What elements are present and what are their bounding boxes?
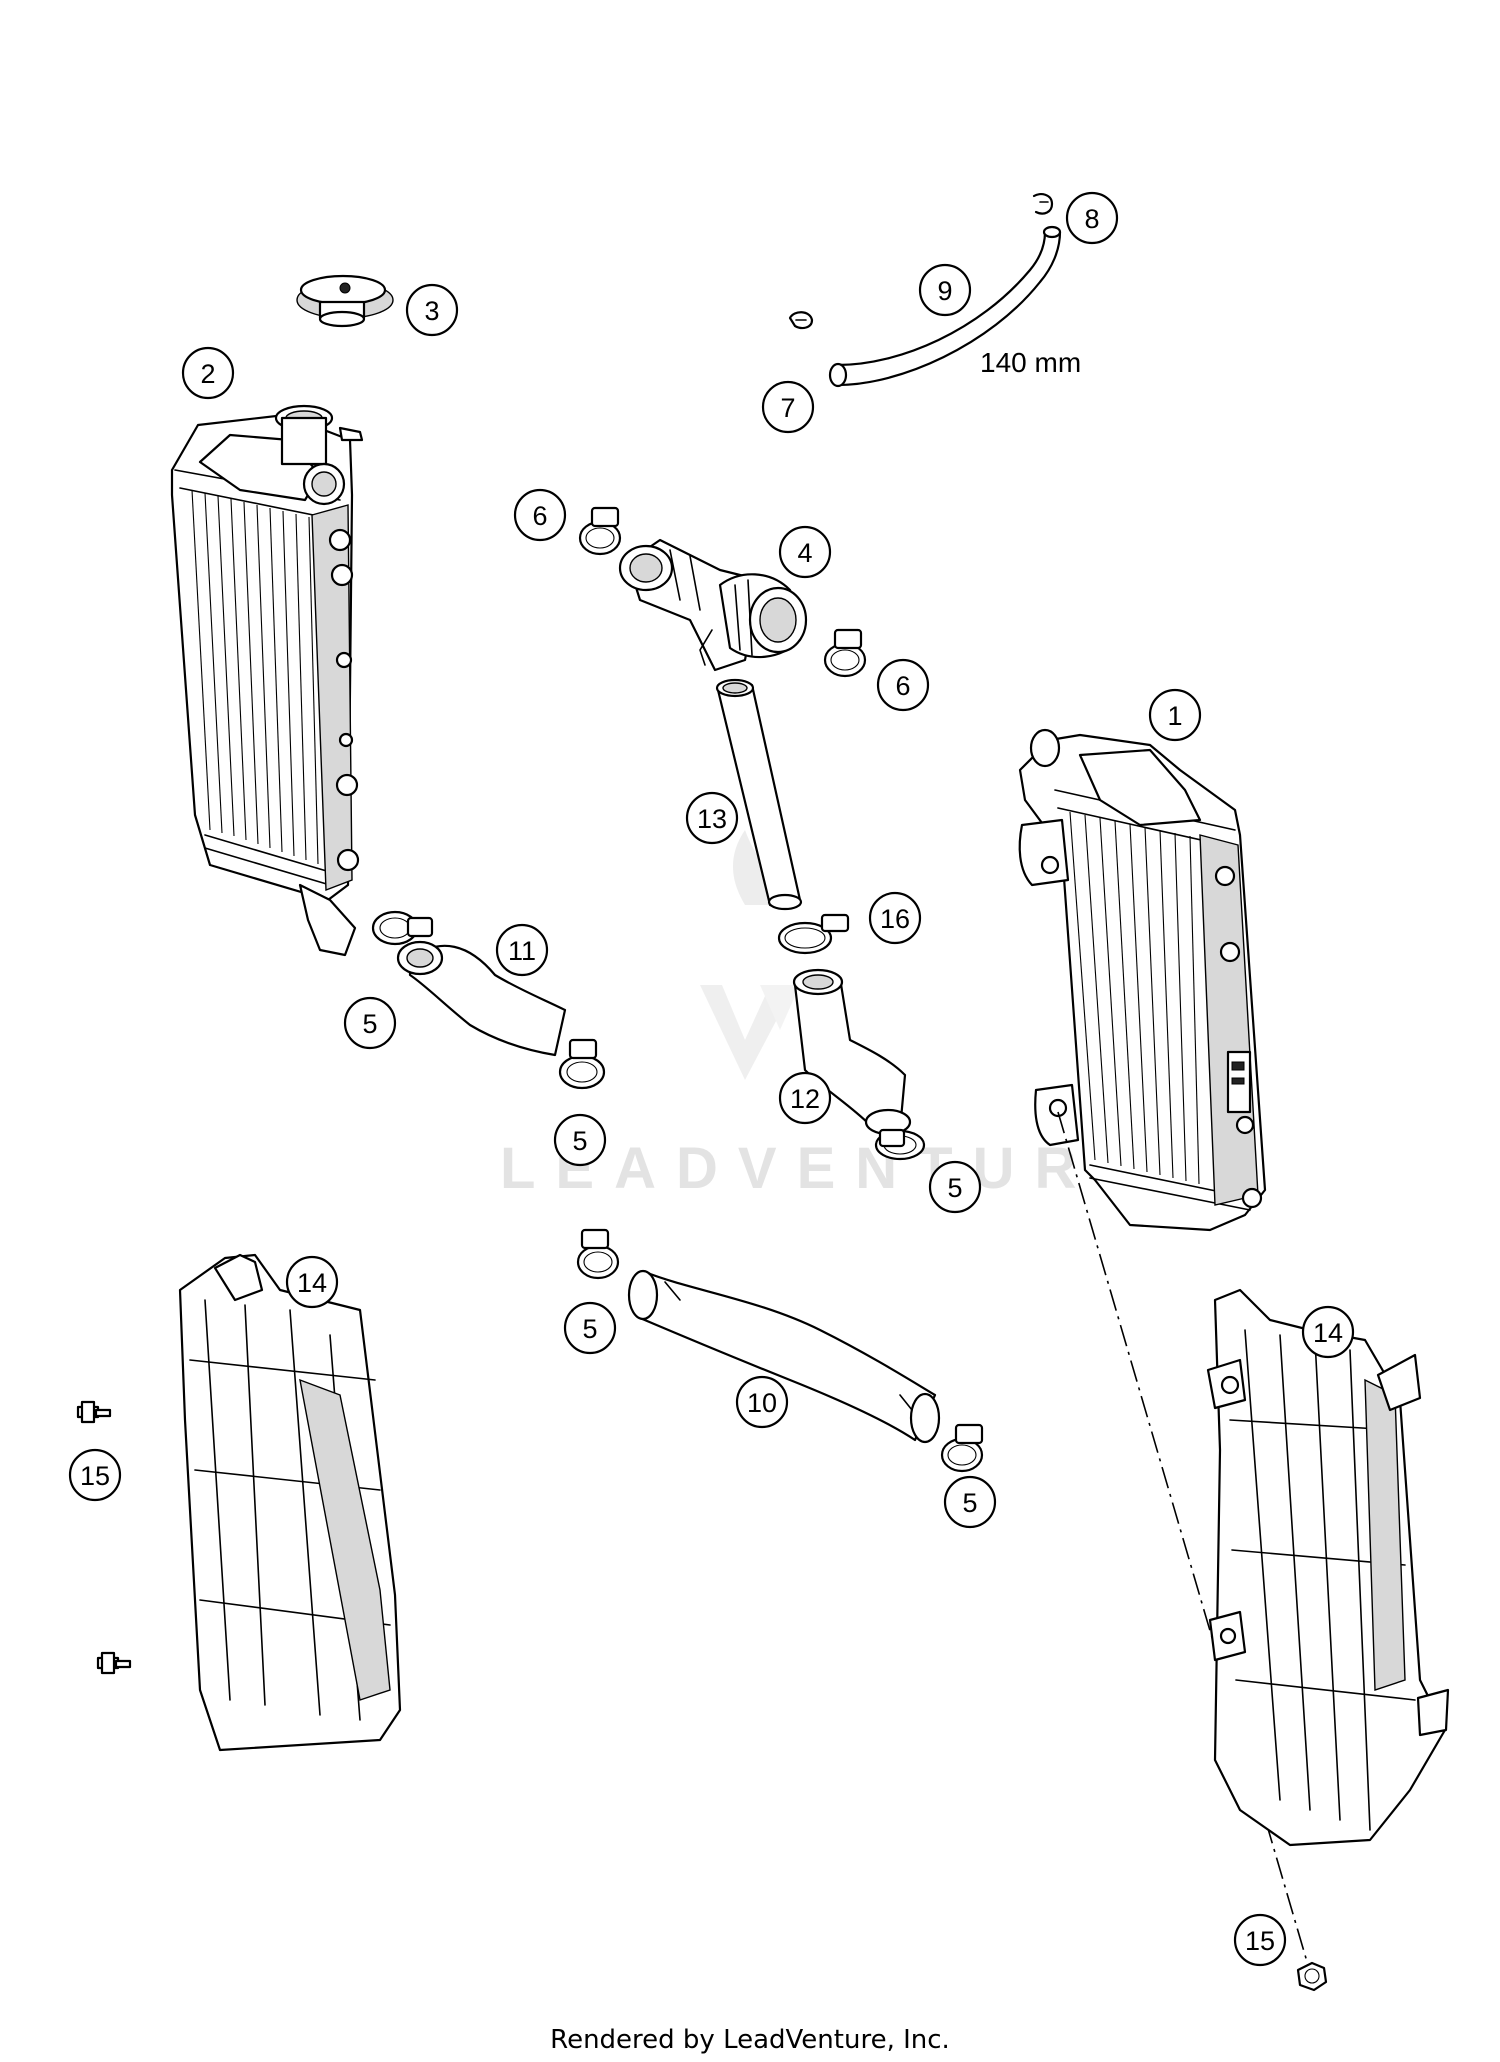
right-radiator-guard — [1206, 1288, 1450, 1847]
curved-hose-11 — [396, 940, 567, 1057]
hose-length-label: 140 mm — [980, 347, 1081, 378]
callout-4: 4 — [778, 525, 832, 579]
svg-text:12: 12 — [790, 1084, 820, 1114]
left-radiator — [170, 404, 364, 957]
hose-clamp-16 — [777, 913, 850, 955]
callout-14-left: 14 — [285, 1255, 339, 1309]
straight-hose — [715, 678, 803, 911]
svg-text:7: 7 — [780, 393, 795, 423]
callout-14-right: 14 — [1301, 1305, 1355, 1359]
svg-text:2: 2 — [200, 359, 215, 389]
svg-text:9: 9 — [937, 276, 952, 306]
left-radiator-fins — [191, 489, 319, 865]
hose-clamp-5-d — [576, 1228, 620, 1280]
callout-6-a: 6 — [513, 488, 567, 542]
long-hose-10 — [627, 1269, 941, 1444]
callout-5-c: 5 — [928, 1160, 982, 1214]
svg-text:14: 14 — [1313, 1318, 1343, 1348]
svg-text:10: 10 — [747, 1388, 777, 1418]
callout-9: 9 — [918, 263, 972, 317]
svg-text:4: 4 — [797, 538, 812, 568]
callout-11: 11 — [495, 923, 549, 977]
callout-8: 8 — [1065, 191, 1119, 245]
svg-text:3: 3 — [424, 296, 439, 326]
svg-text:1: 1 — [1167, 701, 1182, 731]
svg-text:16: 16 — [880, 904, 910, 934]
hose-clamp-5-e — [940, 1423, 984, 1473]
right-radiator — [1018, 728, 1267, 1232]
callout-3: 3 — [405, 283, 459, 337]
svg-text:11: 11 — [508, 936, 536, 966]
svg-text:15: 15 — [80, 1461, 110, 1491]
svg-text:5: 5 — [572, 1126, 587, 1156]
callout-10: 10 — [735, 1375, 789, 1429]
callout-2: 2 — [181, 346, 235, 400]
bolt-15-lower-left — [96, 1651, 132, 1675]
right-radiator-fins — [1069, 811, 1200, 1185]
small-hose-assembly — [788, 193, 1062, 388]
bolt-15-right — [1296, 1961, 1328, 1992]
hose-clamp-6-right — [823, 628, 867, 678]
callout-6-b: 6 — [876, 658, 930, 712]
thermostat-fitting — [618, 538, 808, 672]
hose-clamp-5-c — [874, 1128, 926, 1161]
hose-clamp-6-top — [578, 506, 622, 556]
callouts: 1 2 3 4 5 5 5 5 — [68, 191, 1355, 1967]
callout-1: 1 — [1148, 688, 1202, 742]
watermark: LEADVENTURE — [500, 825, 1155, 1201]
callout-5-e: 5 — [943, 1475, 997, 1529]
svg-text:13: 13 — [697, 804, 727, 834]
left-radiator-guard — [178, 1253, 402, 1752]
callout-15-right: 15 — [1233, 1913, 1287, 1967]
svg-text:5: 5 — [947, 1173, 962, 1203]
svg-text:14: 14 — [297, 1268, 327, 1298]
callout-13: 13 — [685, 791, 739, 845]
callout-5-b: 5 — [553, 1113, 607, 1167]
radiator-cap — [296, 274, 394, 328]
callout-7: 7 — [761, 380, 815, 434]
callout-16: 16 — [868, 891, 922, 945]
svg-text:5: 5 — [362, 1009, 377, 1039]
hose-clamp-5-a — [371, 910, 434, 946]
elbow-hose — [792, 968, 912, 1136]
svg-text:15: 15 — [1245, 1926, 1275, 1956]
svg-text:5: 5 — [962, 1488, 977, 1518]
callout-15-left: 15 — [68, 1448, 122, 1502]
svg-text:8: 8 — [1084, 204, 1099, 234]
callout-12: 12 — [778, 1071, 832, 1125]
svg-text:6: 6 — [895, 671, 910, 701]
watermark-text: LEADVENTURE — [500, 1136, 1155, 1201]
svg-text:6: 6 — [532, 501, 547, 531]
callout-5-d: 5 — [563, 1301, 617, 1355]
svg-text:5: 5 — [582, 1314, 597, 1344]
bolt-15-upper-left — [76, 1400, 112, 1424]
footer-credit: Rendered by LeadVenture, Inc. — [550, 2025, 950, 2055]
hose-clamp-5-b — [558, 1038, 606, 1090]
callout-5-a: 5 — [343, 996, 397, 1050]
